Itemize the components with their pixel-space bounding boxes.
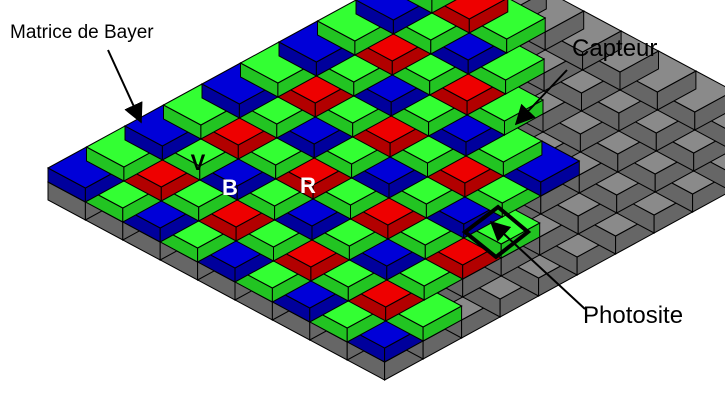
sensor-label: Capteur bbox=[572, 35, 657, 62]
sensor-photosite-cell bbox=[581, 30, 660, 91]
photosite-label: Photosite bbox=[583, 302, 683, 329]
blue-letter-b: B bbox=[222, 175, 238, 200]
photosite-arrow bbox=[489, 220, 586, 310]
bayer-matrix-label: Matrice de Bayer bbox=[10, 22, 154, 43]
bayer-matrix-layer bbox=[46, 0, 581, 363]
photosite-highlight bbox=[461, 204, 532, 260]
blue-filter-cell bbox=[354, 0, 433, 35]
red-letter-r: R bbox=[300, 173, 316, 198]
bayer-arrow bbox=[107, 49, 143, 124]
green-letter-v: V bbox=[191, 150, 206, 175]
sensor-arrow bbox=[514, 69, 568, 126]
green-filter-cell bbox=[406, 0, 457, 14]
cell-letters: V B R bbox=[191, 150, 316, 200]
